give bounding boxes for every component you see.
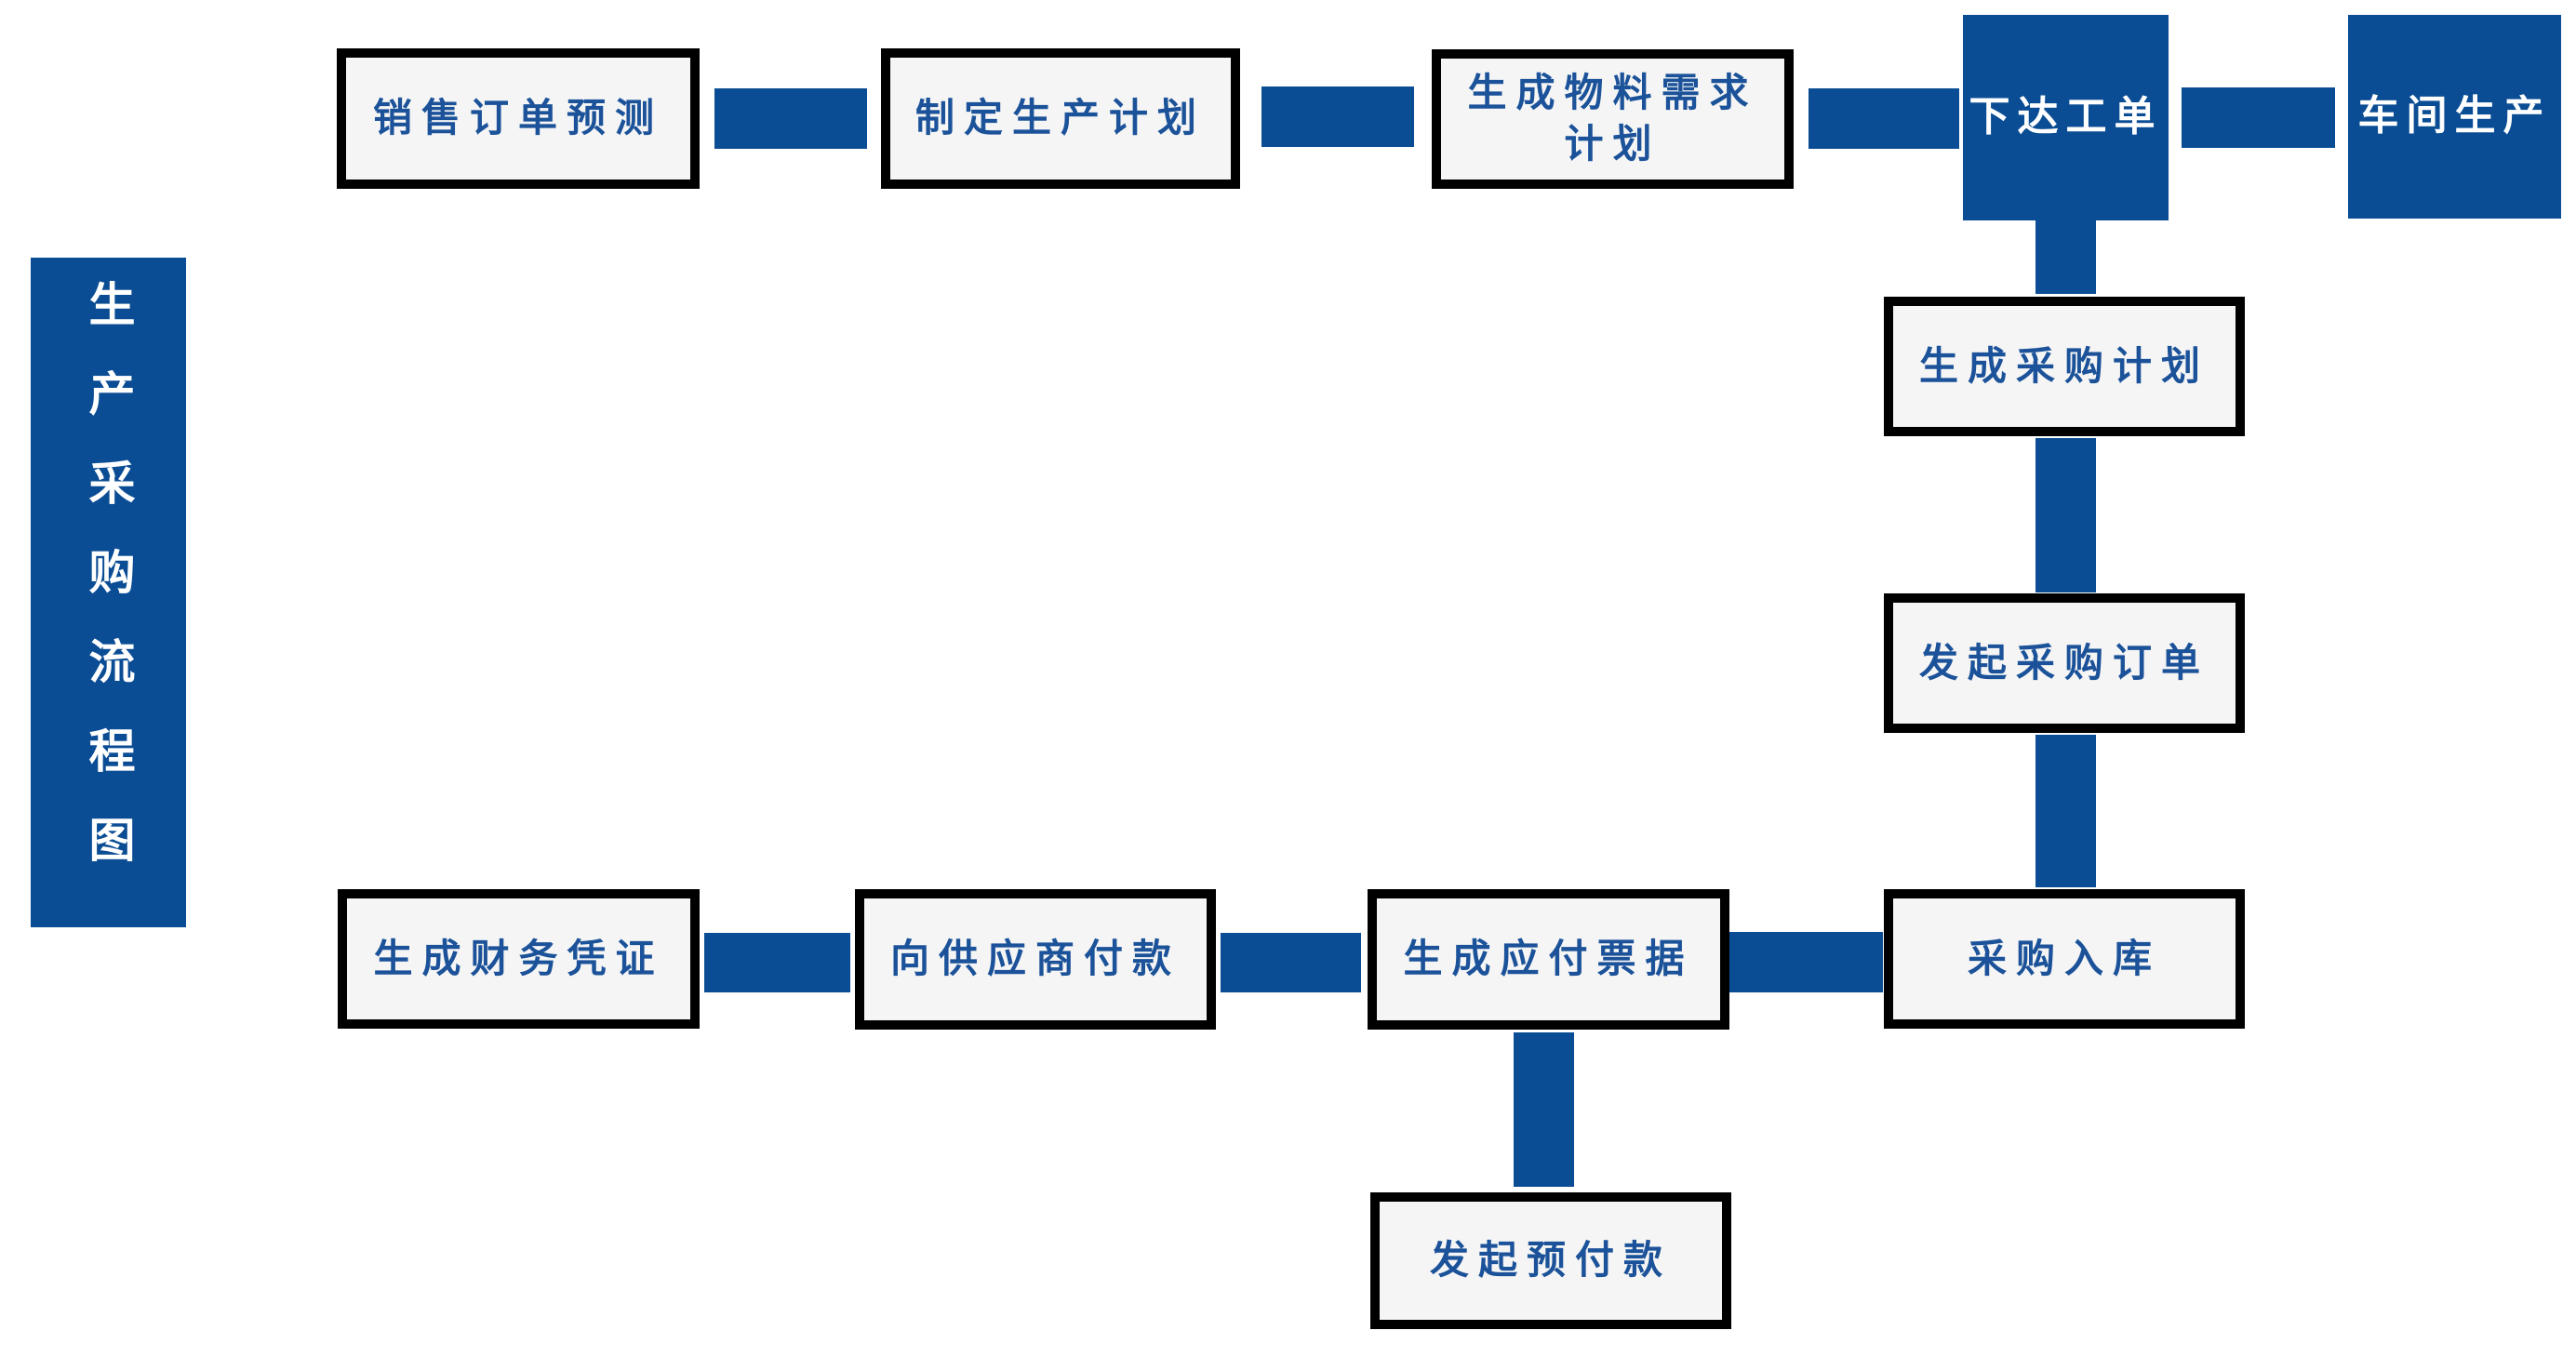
connector-forecast-to-production-plan <box>714 88 867 149</box>
connector-work-order-to-workshop <box>2182 87 2335 148</box>
diagram-title-box: 生产采购流程图 <box>31 258 186 927</box>
node-pay-supplier-label: 向供应商付款 <box>889 937 1181 981</box>
node-workshop-production-label: 车间生产 <box>2357 93 2552 140</box>
node-issue-work-order: 下达工单 <box>1963 15 2169 220</box>
connector-payable-notes-to-pay-supplier <box>1221 933 1361 992</box>
node-sales-order-forecast-label: 销售订单预测 <box>372 96 663 140</box>
node-generate-payable-notes-label: 生成应付票据 <box>1403 937 1694 981</box>
connector-production-plan-to-mrp <box>1261 86 1414 147</box>
node-generate-payable-notes: 生成应付票据 <box>1368 889 1729 1030</box>
connector-inbound-to-payable-notes <box>1729 932 1883 992</box>
connector-purchase-plan-to-purchase-order <box>2035 438 2096 592</box>
node-issue-work-order-label: 下达工单 <box>1969 94 2163 140</box>
connector-purchase-order-to-inbound <box>2035 735 2096 887</box>
node-generate-mrp-label: 生成物料需求 计划 <box>1467 71 1758 166</box>
node-pay-supplier: 向供应商付款 <box>855 889 1216 1030</box>
connector-mrp-to-work-order <box>1809 88 1959 149</box>
node-initiate-purchase-order-label: 发起采购订单 <box>1918 640 2209 685</box>
connector-payable-notes-to-advance-payment <box>1514 1032 1574 1187</box>
node-generate-financial-voucher-label: 生成财务凭证 <box>373 936 664 980</box>
node-purchase-inbound: 采购入库 <box>1884 889 2245 1029</box>
node-generate-financial-voucher: 生成财务凭证 <box>338 889 700 1029</box>
node-purchase-inbound-label: 采购入库 <box>1967 936 2161 980</box>
connector-pay-supplier-to-financial-voucher <box>704 933 850 992</box>
diagram-title: 生产采购流程图 <box>82 280 135 905</box>
node-make-production-plan: 制定生产计划 <box>881 48 1240 189</box>
node-sales-order-forecast: 销售订单预测 <box>337 48 700 189</box>
node-make-production-plan-label: 制定生产计划 <box>914 96 1206 140</box>
connector-work-order-to-purchase-plan <box>2035 220 2096 294</box>
node-initiate-advance-payment-label: 发起预付款 <box>1429 1238 1672 1283</box>
node-generate-purchase-plan-label: 生成采购计划 <box>1918 343 2209 388</box>
node-workshop-production: 车间生产 <box>2348 15 2561 219</box>
node-initiate-purchase-order: 发起采购订单 <box>1884 593 2245 733</box>
node-initiate-advance-payment: 发起预付款 <box>1370 1192 1731 1329</box>
node-generate-mrp: 生成物料需求 计划 <box>1432 49 1794 189</box>
node-generate-purchase-plan: 生成采购计划 <box>1884 297 2245 436</box>
